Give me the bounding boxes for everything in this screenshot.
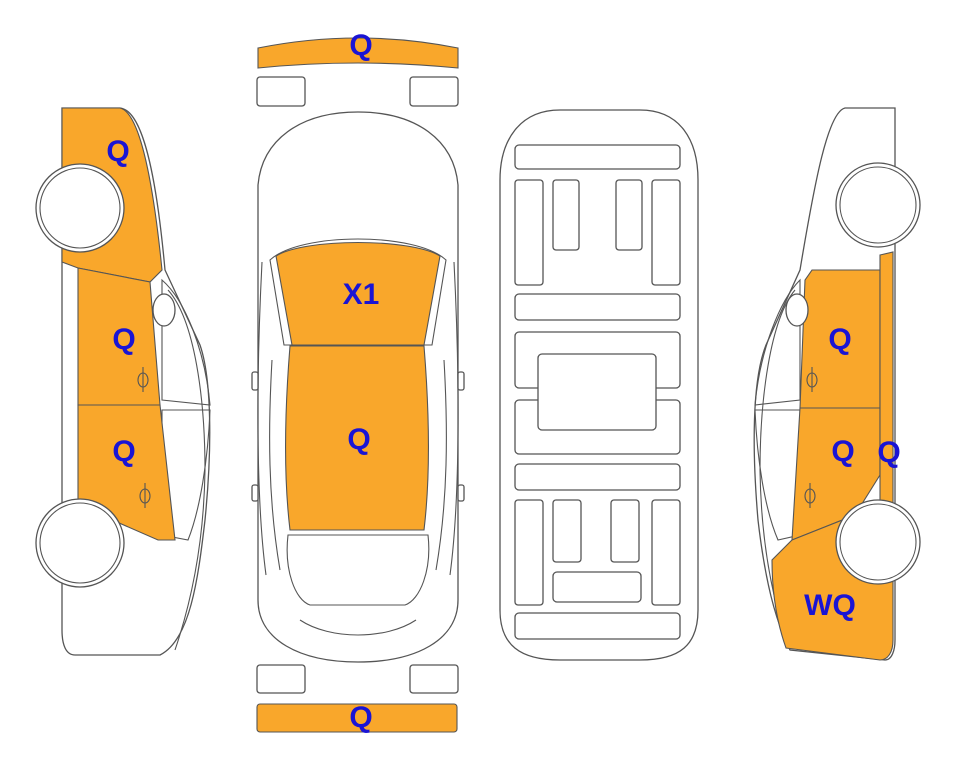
windshield-frame — [269, 238, 447, 346]
underside-part — [514, 144, 681, 170]
left-body-line — [167, 289, 206, 651]
front-bumper-label: Q — [349, 29, 373, 62]
rear-bumper-label: Q — [349, 701, 373, 734]
right-rear-pillar-panel[interactable] — [879, 251, 894, 521]
right-handle — [457, 484, 465, 502]
left-rear-handle-icon — [139, 483, 151, 508]
rear-window — [286, 534, 430, 606]
left-front-wheel-rim — [39, 167, 121, 249]
underside-part — [651, 499, 681, 606]
right-rear-wheel-rim — [839, 503, 917, 581]
left-mirror — [251, 371, 259, 391]
rear-bumper-panel[interactable] — [256, 703, 458, 733]
front-left-light — [256, 76, 306, 107]
trunk-line — [299, 619, 417, 636]
underside-part — [610, 499, 640, 563]
right-front-wheel — [835, 162, 921, 248]
underside-view — [499, 109, 699, 661]
left-front-handle-icon — [137, 367, 149, 392]
front-bumper-panel[interactable] — [257, 37, 459, 69]
rear-right-light — [409, 664, 459, 694]
right-rear-door-label: Q — [831, 435, 855, 468]
right-side-glass — [449, 261, 459, 576]
left-mirror-side — [152, 293, 176, 327]
right-mirror-side — [785, 293, 809, 327]
left-rear-door-label: Q — [112, 435, 136, 468]
right-front-window — [754, 278, 801, 406]
rear-left-light — [256, 664, 306, 694]
underside-part — [537, 353, 657, 431]
roof-panel[interactable] — [284, 345, 430, 531]
underside-part — [552, 499, 582, 563]
left-front-door-label: Q — [112, 323, 136, 356]
underside-part — [514, 463, 681, 491]
right-inner-line — [435, 359, 447, 571]
left-rear-wheel — [35, 498, 125, 588]
front-right-light — [409, 76, 459, 107]
underside-part — [514, 293, 681, 321]
left-side-view — [35, 107, 211, 656]
right-rear-window — [754, 409, 801, 541]
underside-part — [615, 179, 643, 251]
top-view — [251, 37, 465, 733]
left-rear-wheel-rim — [39, 502, 121, 584]
underside-part — [552, 179, 580, 251]
right-side-view — [753, 107, 921, 661]
right-rear-handle-icon — [804, 483, 816, 508]
right-rear-wheel — [835, 499, 921, 585]
right-front-door-label: Q — [828, 323, 852, 356]
right-mirror — [457, 371, 465, 391]
left-front-window — [161, 278, 211, 406]
right-front-wheel-rim — [839, 166, 917, 244]
left-handle — [251, 484, 259, 502]
right-rear-quarter-label: WQ — [804, 589, 856, 622]
underside-part — [514, 179, 544, 286]
left-side-glass — [257, 261, 267, 576]
left-inner-line — [269, 359, 281, 571]
underside-part — [514, 612, 681, 640]
left-front-wheel — [35, 163, 125, 253]
right-front-handle-icon — [806, 367, 818, 392]
hood-label: X1 — [342, 278, 380, 311]
underside-part — [514, 499, 544, 606]
right-rear-pillar-label: Q — [877, 436, 901, 469]
left-front-fender-label: Q — [106, 135, 130, 168]
roof-label: Q — [347, 423, 371, 456]
hood-panel[interactable] — [275, 241, 441, 346]
left-rear-window — [161, 409, 211, 541]
underside-part — [552, 571, 642, 603]
underside-part — [651, 179, 681, 286]
